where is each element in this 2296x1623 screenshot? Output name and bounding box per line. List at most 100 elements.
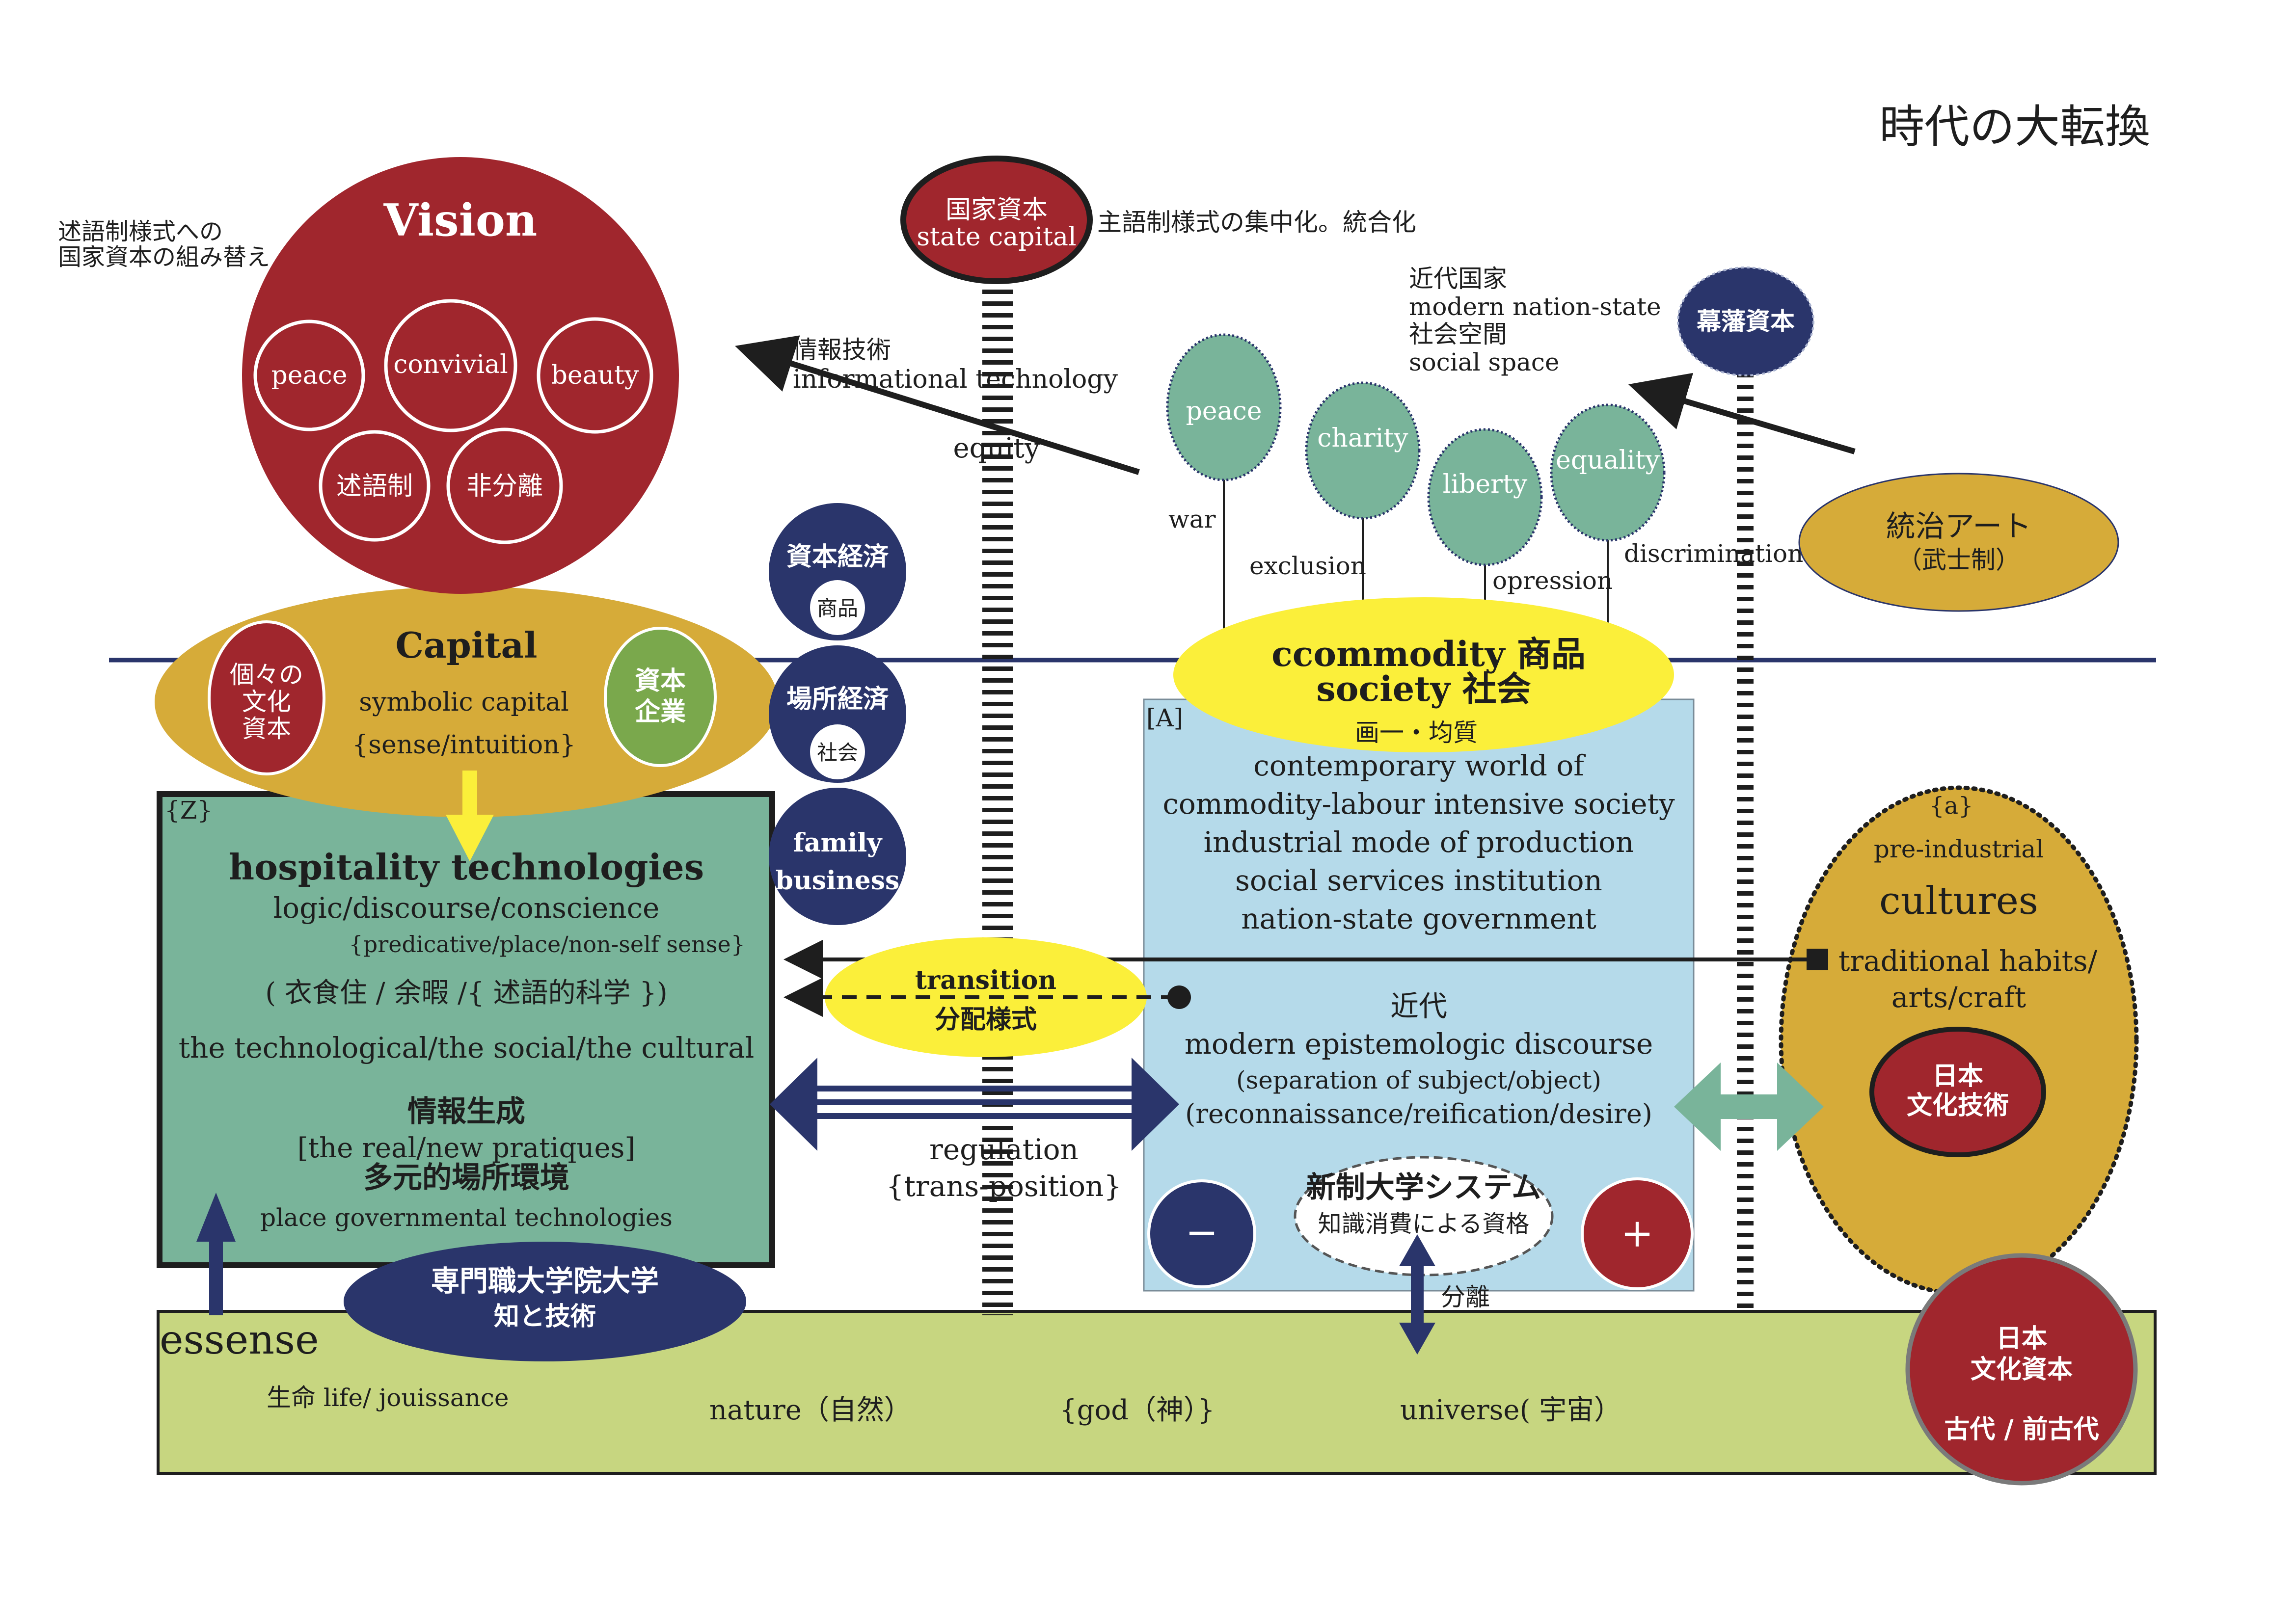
capital-right-circle — [604, 627, 717, 767]
samurai-line-2: （武士制） — [1897, 546, 2020, 574]
vision-item-convivial-label: convivial — [393, 350, 508, 379]
bakuhan-ellipse — [1677, 266, 1814, 376]
page-title: 時代の大転換 — [1879, 101, 2150, 153]
info-tech-line-1: 情報技術 — [793, 336, 891, 364]
state-capital-line-2: state capital — [917, 222, 1076, 252]
tree-equality-label: equality — [1556, 446, 1660, 475]
modern-state-line-1: 近代国家 — [1409, 265, 1507, 293]
vision-item-peace-label: peace — [271, 361, 348, 390]
box-a-line-3: industrial mode of production — [1204, 825, 1634, 859]
hospitality-tag: {Z} — [164, 796, 213, 825]
negative-exclusion: exclusion — [1249, 552, 1366, 580]
capital-sub-2: {sense/intuition} — [352, 730, 576, 760]
university-title: 新制大学システム — [1306, 1171, 1541, 1205]
vision-note-line-2: 国家資本の組み替え — [58, 243, 270, 271]
transition-line-1: transition — [915, 965, 1056, 995]
traditional-arrow-square — [1807, 949, 1828, 970]
tree-equality — [1550, 403, 1666, 542]
box-a-separation: (separation of subject/object) — [1236, 1066, 1601, 1094]
samurai-line-1: 統治アート — [1886, 509, 2031, 544]
regulation-line-2: {trans-position} — [886, 1170, 1122, 1203]
hospitality-line-2: {predicative/place/non-self sense} — [349, 931, 745, 958]
senmon-line-1: 専門職大学院大学 — [431, 1264, 659, 1298]
tree-charity — [1305, 381, 1421, 520]
cultures-tag: {a} — [1929, 792, 1973, 820]
capital-left-line-1: 個々の — [230, 661, 303, 689]
cultures-inner-circle — [1869, 1027, 2046, 1157]
vision-item-hibunri-label: 非分離 — [466, 472, 543, 501]
bunri-label: 分離 — [1441, 1283, 1490, 1311]
economy-place-sub-circle — [810, 724, 865, 779]
commodity-line-3: 画一・均質 — [1355, 718, 1478, 747]
essence-nature: nature（自然） — [709, 1394, 912, 1426]
vision-item-jutsugosei-label: 述語制 — [336, 472, 413, 501]
capital-left-line-3: 資本 — [242, 715, 291, 743]
box-a-line-2: commodity-labour intensive society — [1162, 787, 1675, 821]
box-a-discourse: modern epistemologic discourse — [1185, 1027, 1653, 1061]
capital-right-line-2: 企業 — [635, 697, 686, 727]
info-tech-arrow — [735, 335, 1140, 475]
modern-state-line-3: 社会空間 — [1409, 320, 1507, 348]
commodity-ellipse — [1173, 597, 1674, 752]
capital-down-arrow — [446, 771, 494, 861]
state-capital-note: 主語制様式の集中化。統合化 — [1097, 208, 1416, 237]
essence-god: {god（神）} — [1059, 1394, 1215, 1426]
plus-circle — [1581, 1177, 1694, 1290]
negative-war: war — [1168, 505, 1216, 533]
hospitality-line-8: place governmental technologies — [260, 1203, 673, 1232]
vision-item-hibunri — [446, 427, 563, 544]
info-tech-line-2: informational technology — [793, 365, 1118, 394]
university-sub: 知識消費による資格 — [1318, 1210, 1530, 1238]
hospitality-line-5: 情報生成 — [407, 1094, 525, 1129]
economy-place-sub: 社会 — [817, 741, 858, 765]
modern-state-line-4: social space — [1409, 348, 1560, 376]
japan-capital-circle — [1905, 1253, 2138, 1486]
economy-family-line-2: business — [776, 866, 900, 896]
senmon-ellipse — [344, 1242, 746, 1361]
capital-right-line-1: 資本 — [635, 666, 686, 696]
minus-circle — [1147, 1179, 1256, 1288]
commodity-line-2: society 社会 — [1316, 668, 1531, 709]
japan-capital-line-2: 文化資本 — [1971, 1355, 2073, 1384]
vision-item-beauty — [537, 317, 653, 434]
plus-sign: + — [1621, 1210, 1653, 1256]
vision-note-line-1: 述語制様式への — [58, 218, 223, 245]
tree-peace-label: peace — [1186, 397, 1262, 426]
economy-capital-sub-circle — [810, 580, 865, 635]
transition-ellipse — [825, 937, 1147, 1057]
transition-line-2: 分配様式 — [935, 1005, 1037, 1035]
box-a-line-5: nation-state government — [1241, 902, 1596, 935]
modern-state-arrow — [1628, 372, 1856, 454]
economy-place-title: 場所経済 — [786, 684, 889, 714]
tree-peace — [1166, 333, 1282, 481]
hospitality-line-1: logic/discourse/conscience — [273, 891, 660, 925]
negative-opression: opression — [1492, 566, 1613, 595]
cultures-pre: pre-industrial — [1874, 835, 2044, 863]
hospitality-line-6: [the real/new pratiques] — [297, 1132, 635, 1164]
capital-left-line-2: 文化 — [242, 688, 291, 716]
regulation-arrow — [770, 1058, 1179, 1151]
hospitality-line-4: the technological/the social/the cultura… — [179, 1031, 755, 1064]
bunri-arrow — [1399, 1234, 1435, 1355]
economy-family-circle — [769, 788, 906, 925]
cultures-line-2: arts/craft — [1891, 981, 2026, 1014]
equity-label: equity — [953, 432, 1040, 464]
capital-ellipse — [155, 586, 778, 817]
vision-item-peace — [253, 319, 365, 431]
regulation-line-1: regulation — [929, 1133, 1079, 1166]
cultures-line-1: traditional habits/ — [1838, 944, 2098, 978]
japan-capital-line-1: 日本 — [1996, 1324, 2047, 1354]
box-a-reconnaissance: (reconnaissance/reification/desire) — [1185, 1098, 1652, 1129]
vision-title: Vision — [383, 194, 538, 246]
hospitality-line-7: 多元的場所環境 — [363, 1161, 569, 1195]
capital-left-circle — [208, 620, 325, 775]
state-capital-line-1: 国家資本 — [945, 195, 1048, 225]
essence-universe: universe( 宇宙） — [1400, 1394, 1621, 1426]
essence-label: essense — [160, 1317, 319, 1363]
cultures-inner-line-1: 日本 — [1932, 1061, 1983, 1091]
samurai-ellipse — [1798, 473, 2119, 612]
box-a-tag: [A] — [1146, 704, 1183, 732]
cultures-inner-line-2: 文化技術 — [1907, 1091, 2009, 1120]
japan-capital-line-3: 古代 / 前古代 — [1944, 1414, 2099, 1444]
